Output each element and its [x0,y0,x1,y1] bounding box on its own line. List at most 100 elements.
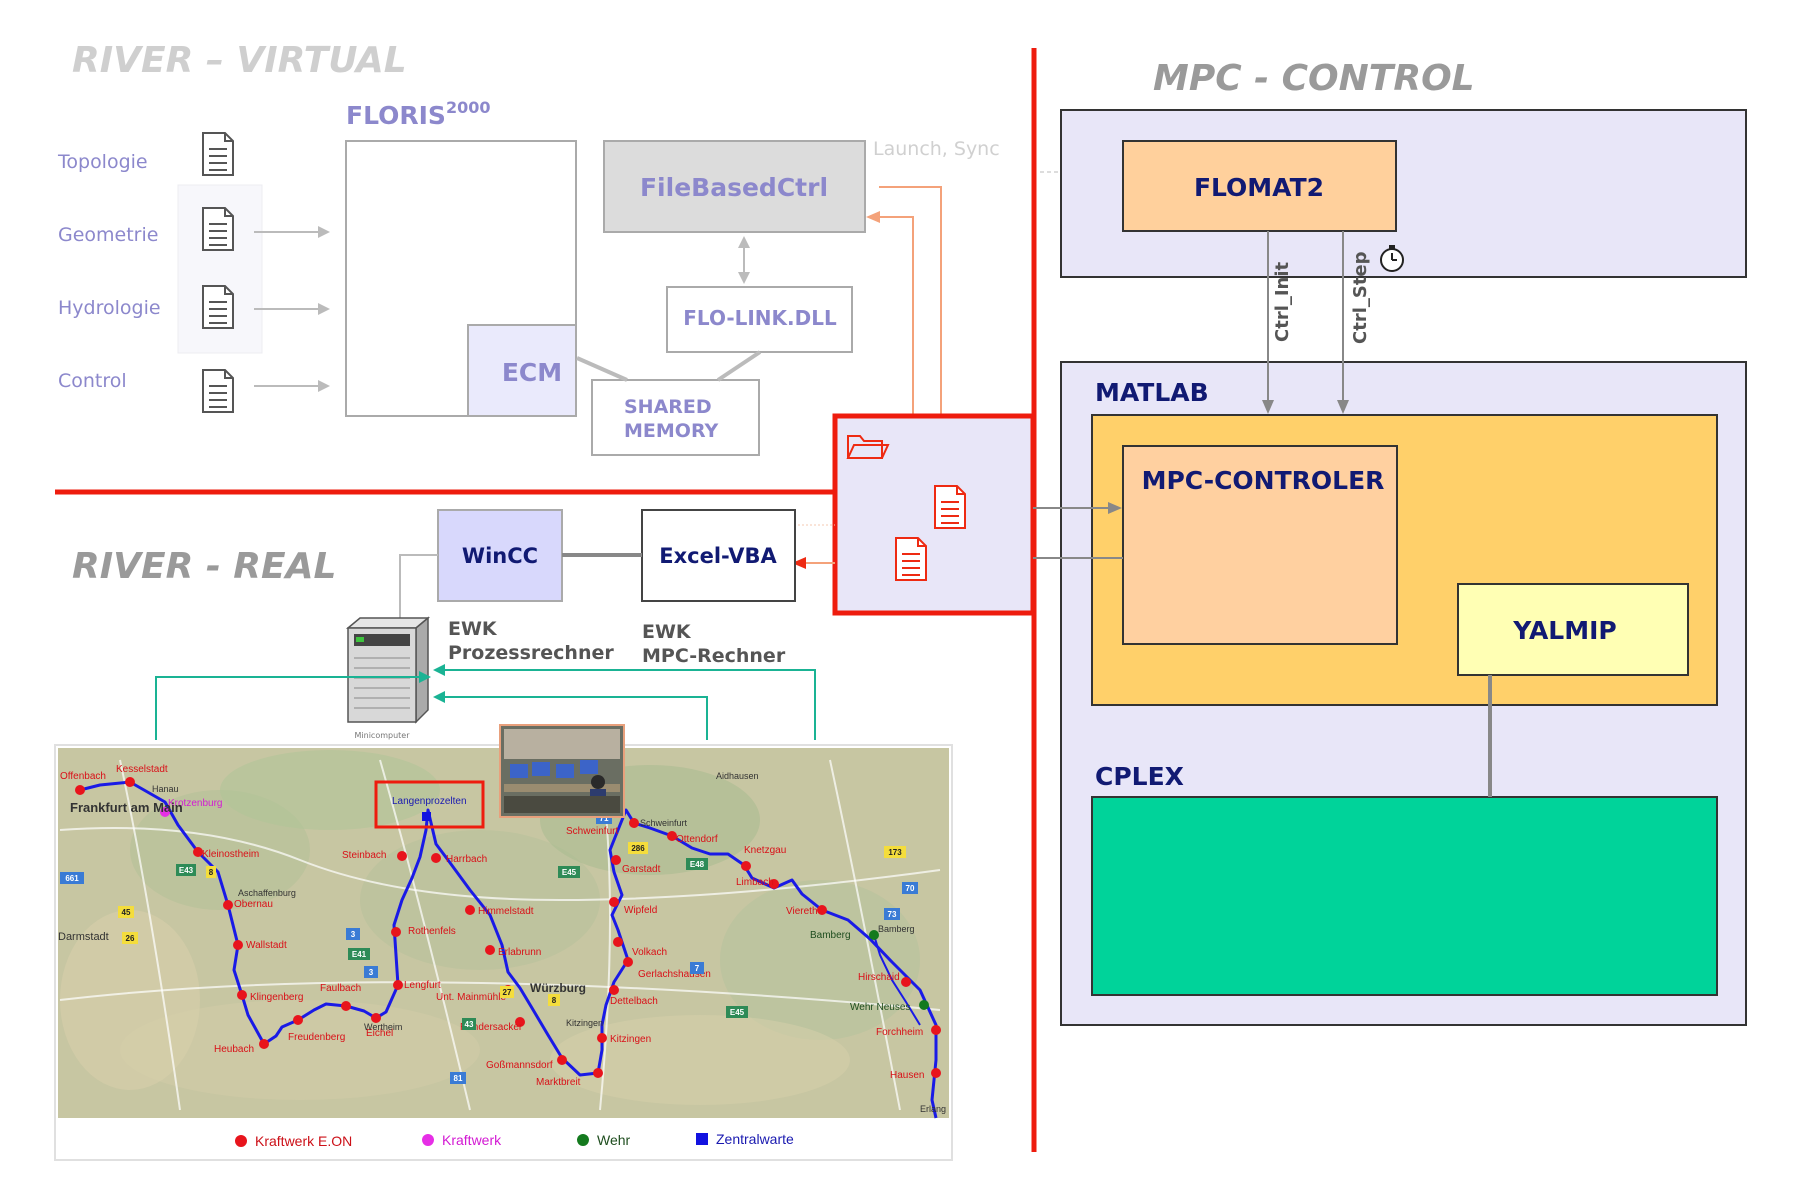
road-shield: 7 [695,964,700,973]
file-exchange-orange-lines [866,186,942,414]
station-label: Kesselstadt [116,764,168,775]
input-hydrologie: Hydrologie [58,285,330,329]
road-shield: E48 [690,860,705,869]
legend-kraftwerk-eon-marker [235,1135,247,1147]
station-label: Obernau [234,899,273,910]
input-label-geometrie: Geometrie [58,224,158,246]
station-marktbreit-marker [593,1068,603,1078]
station-bamberg-marker [869,930,879,940]
excel-label: Excel-VBA [659,544,777,568]
road-shield: 3 [369,968,374,977]
station-label: Limbach [736,877,774,888]
map-roads [59,759,941,1111]
river-map: Offenbach Kesselstadt Krotzenburg Kleino… [54,724,953,1161]
excel-box [641,509,796,602]
station-offenbach-marker [75,785,85,795]
station-erlabrunn-marker [485,945,495,955]
road-shield: E41 [352,950,367,959]
station-label: Viereth [786,906,818,917]
station-rothenfels-marker [391,927,401,937]
station-knetzgau-marker [741,861,751,871]
cplex-box [1091,796,1718,996]
flolink-shared-connector [716,350,762,382]
shared-memory-box [591,379,760,456]
legend-zentralwarte-label: Zentralwarte [716,1131,794,1147]
place-label: Aschaffenburg [238,888,296,898]
station-label: Gerlachshausen [638,969,711,980]
document-icon [934,485,966,529]
station-label: Ottendorf [676,834,718,845]
road-shield: 27 [503,988,512,997]
ctrl-init-label: Ctrl_Init [1272,261,1293,342]
legend-wehr-label: Wehr [597,1132,631,1148]
station-krotzenburg-marker [160,807,170,817]
station-limbach-marker [769,879,779,889]
document-icon [202,285,234,329]
station-label: Randersacker [460,1022,523,1033]
ctrl-step-arrow [1337,231,1349,414]
place-label: Wertheim [364,1022,402,1032]
place-label: Hanau [152,784,179,794]
station-harrbach-marker [431,853,441,863]
road-shield: 26 [126,934,135,943]
zentralwarte-highlight [374,780,485,829]
document-icon [202,369,234,413]
station-label: Faulbach [320,983,361,994]
station-volkach-marker [613,937,623,947]
station-viereth-marker [817,905,827,915]
map-legend: Kraftwerk E.ON Kraftwerk Wehr Zentralwar… [235,1131,794,1149]
map-to-server-arrows [155,664,816,740]
place-label: Erlang [920,1104,946,1114]
station-wallstadt-marker [233,940,243,950]
station-gossmannsdorf-marker [557,1055,567,1065]
station-langenprozelten-marker [422,812,431,821]
station-label: Hirschaid [858,972,900,983]
road-shield: 45 [122,908,131,917]
folder-icon [846,435,890,459]
station-label: Garstadt [622,864,661,875]
map-road-shields: 661 45 26 E43 8 E41 3 E45 E48 71 286 70 … [60,812,918,1084]
station-dettelbach-marker [609,985,619,995]
place-label: Aidhausen [716,771,759,781]
station-steinbach-marker [397,851,407,861]
station-forchheim-marker [931,1025,941,1035]
road-shield: E43 [179,866,194,875]
station-hirschaid-marker [901,977,911,987]
station-randersacker-marker [515,1017,525,1027]
station-label: Rothenfels [408,926,456,937]
file-to-mpc-arrow [1033,502,1123,559]
station-eichel-marker [371,1013,381,1023]
ecm-box [467,324,577,417]
station-heubach-marker [259,1039,269,1049]
station-label: Goßmannsdorf [486,1060,553,1071]
station-klingenberg-marker [237,990,247,1000]
station-lengfurt-marker [393,980,403,990]
station-label: Klingenberg [250,992,303,1003]
ecm-label: ECM [502,358,562,387]
input-topologie: Topologie [57,132,234,176]
ecm-shared-connector [576,356,628,382]
shared-memory-label: SHARED MEMORY [624,396,719,442]
station-label: Knetzgau [744,845,786,856]
station-hausen-marker [931,1068,941,1078]
road-shield: 81 [454,1074,463,1083]
station-label: Steinbach [342,850,386,861]
input-control: Control [58,369,330,413]
station-ottendorf-marker [667,831,677,841]
mpc-controler-box [1122,445,1398,645]
station-label: Krotzenburg [168,798,222,809]
floris-title: FLORIS2000 [346,98,490,130]
place-label: Würzburg [530,981,586,995]
cplex-label: CPLEX [1095,762,1184,791]
road-shield: 73 [888,910,897,919]
flomat-box [1122,140,1397,232]
legend-kraftwerk-label: Kraftwerk [442,1132,502,1148]
station-wipfeld-marker [609,897,619,907]
road-shield: 3 [351,930,356,939]
matlab-label: MATLAB [1095,378,1209,407]
document-icon [202,132,234,176]
yalmip-box [1457,583,1689,676]
mpc-controler-label: MPC-CONTROLER [1142,466,1385,495]
station-himmelstadt-marker [465,905,475,915]
station-label: Bamberg [810,930,851,941]
